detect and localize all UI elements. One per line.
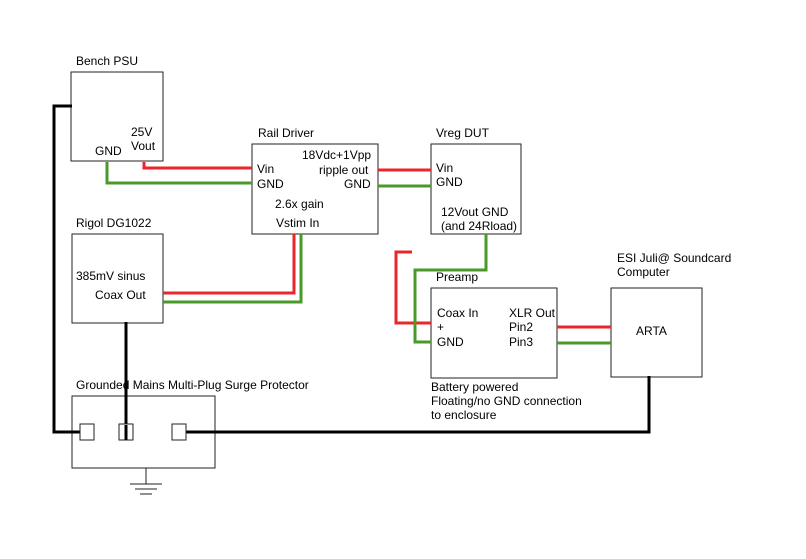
rail-driver-box [251, 143, 379, 235]
vreg-dut-title: Vreg DUT [436, 126, 490, 140]
bench-psu-gnd-label: GND [95, 144, 122, 158]
bench-psu-vout-label-2: Vout [131, 139, 156, 153]
preamp-pin2-label: Pin2 [509, 320, 533, 334]
preamp-note-line2: Floating/no GND connection [431, 394, 582, 408]
psu-ground-wire [52, 104, 86, 434]
preamp-note-line3: to enclosure [431, 408, 497, 422]
rail-driver-vin-label: Vin [257, 162, 274, 176]
rigol-title: Rigol DG1022 [76, 216, 152, 230]
socket-1 [79, 423, 95, 441]
preamp-title: Preamp [436, 270, 478, 284]
dut-gnd-wire [413, 234, 488, 344]
soundcard-ground-wire [180, 376, 651, 434]
earth-ground-icon [130, 468, 162, 495]
vreg-dut-box [430, 143, 522, 235]
soundcard-box [610, 287, 703, 378]
rail-driver-gain-label: 2.6x gain [275, 197, 324, 211]
rigol-gnd-wire [163, 234, 303, 304]
bench-psu-vout-label-1: 25V [131, 125, 152, 139]
preamp-xlr-out-label: XLR Out [509, 306, 556, 320]
vreg-dut-out-label-2: (and 24Rload) [441, 219, 517, 233]
preamp-box [430, 287, 558, 379]
soundcard-title-line2: Computer [617, 265, 670, 279]
vreg-dut-gnd-label: GND [436, 175, 463, 189]
rail-driver-gnd-left-label: GND [257, 177, 284, 191]
rail-driver-vstim-label: Vstim In [276, 216, 319, 230]
preamp-pin3-label: Pin3 [509, 335, 533, 349]
psu-gnd-wire [105, 162, 252, 185]
bench-psu-box [70, 71, 164, 162]
soundcard-title-line1: ESI Juli@ Soundcard [617, 251, 731, 265]
vreg-dut-vin-label: Vin [436, 161, 453, 175]
vreg-dut-out-label-1: 12Vout GND [441, 205, 509, 219]
soundcard-arta-label: ARTA [636, 324, 667, 338]
rail-driver-ripple-label-2: ripple out [319, 163, 369, 177]
rail-driver-gnd-right-label: GND [344, 177, 371, 191]
bench-psu-title: Bench PSU [76, 54, 138, 68]
preamp-coax-in-label: Coax In [437, 306, 478, 320]
preamp-gnd-label: GND [437, 335, 464, 349]
rail-driver-ripple-label-1: 18Vdc+1Vpp [302, 148, 371, 162]
preamp-plus-label: + [437, 320, 444, 334]
rigol-box [71, 233, 164, 324]
rigol-line2-label: Coax Out [95, 288, 146, 302]
rail-driver-title: Rail Driver [258, 126, 314, 140]
psu-vout-wire [142, 162, 252, 170]
surge-protector-title: Grounded Mains Multi-Plug Surge Protecto… [76, 378, 309, 392]
rigol-signal-wire [163, 234, 296, 295]
rigol-line1-label: 385mV sinus [76, 269, 145, 283]
preamp-note-line1: Battery powered [431, 380, 518, 394]
socket-3 [171, 423, 187, 441]
